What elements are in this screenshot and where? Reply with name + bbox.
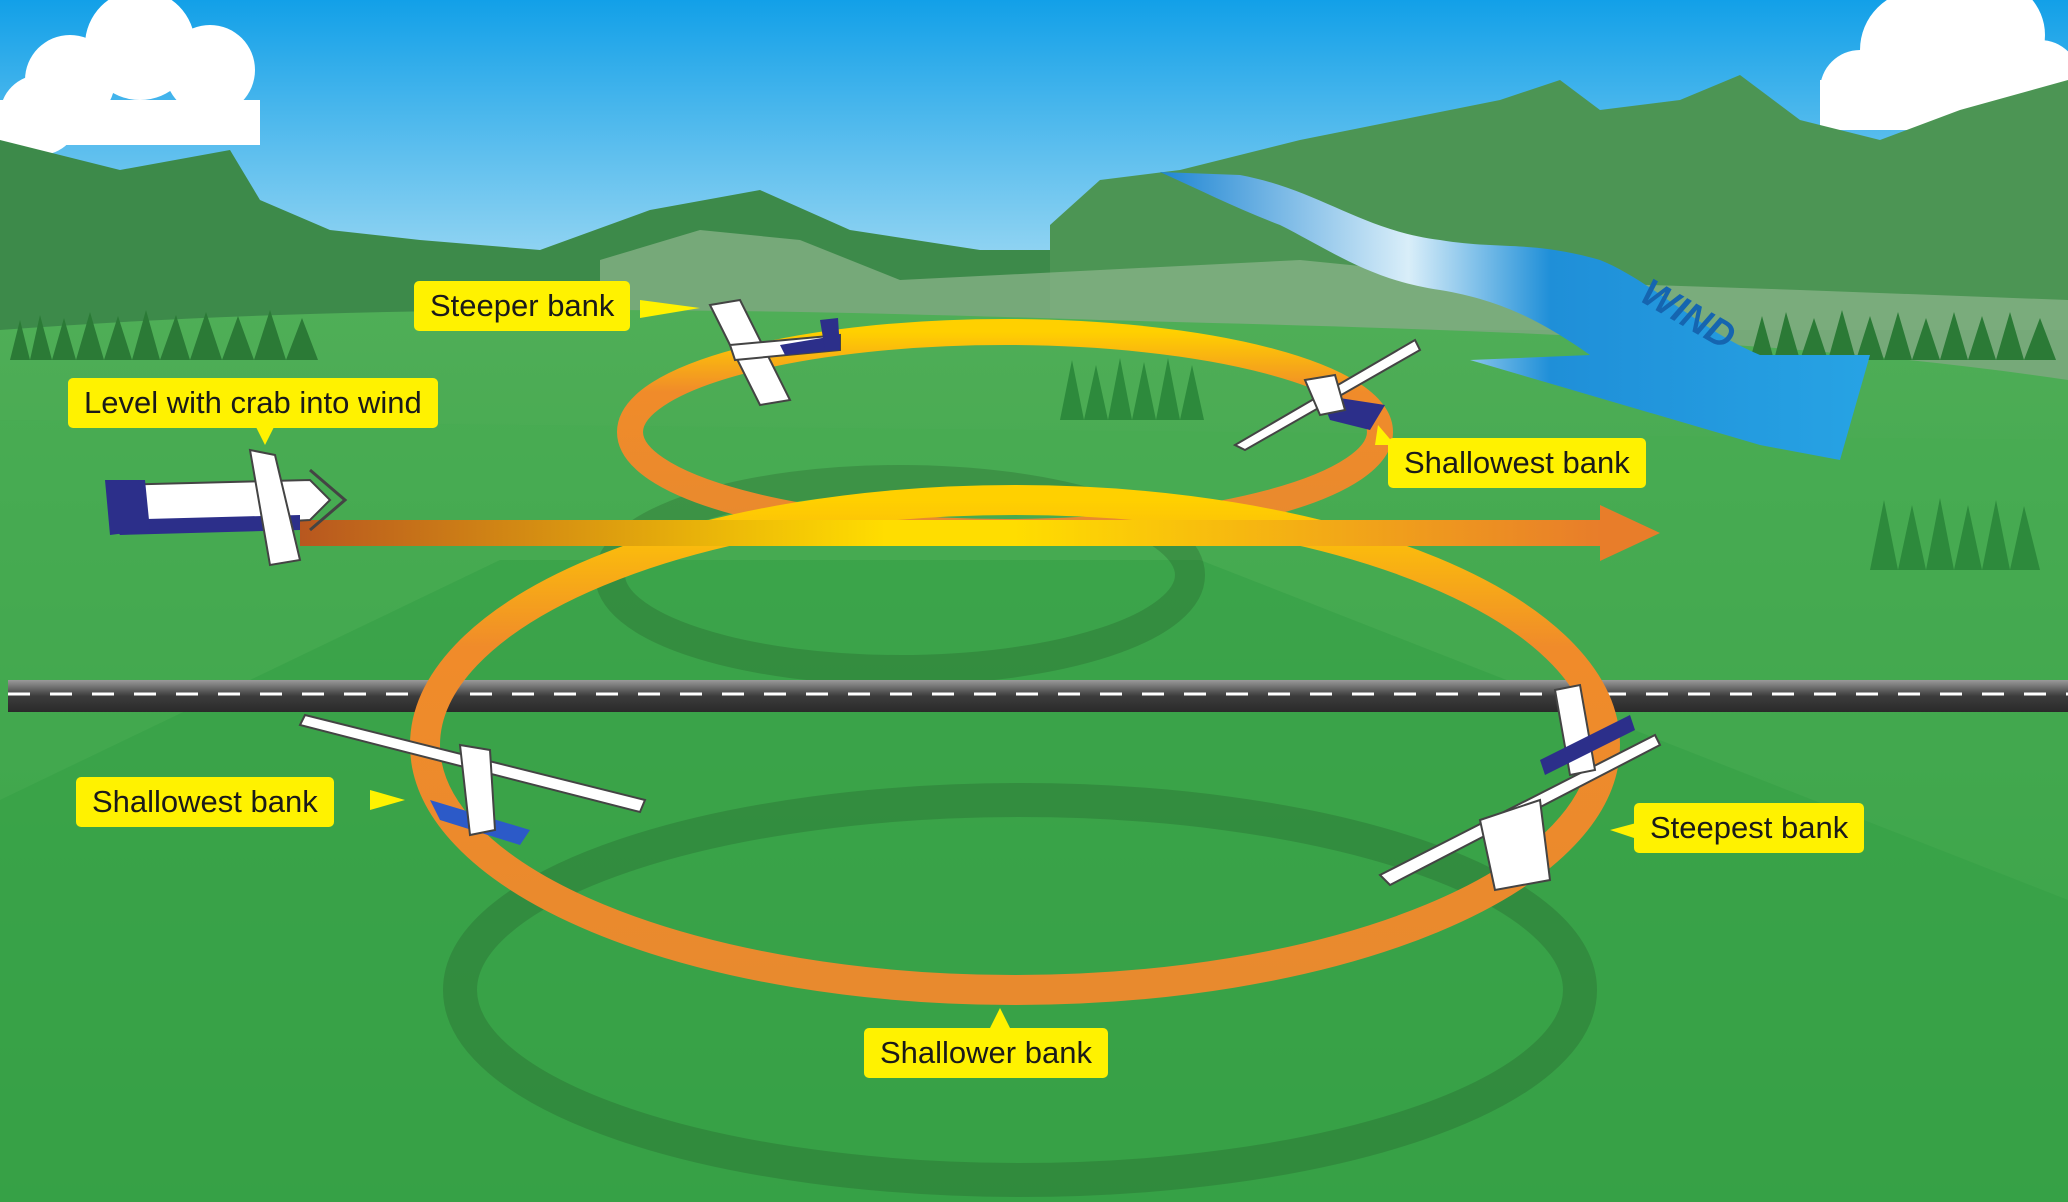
callout-pointers xyxy=(255,300,1640,1028)
label-shallowest-bank-lower: Shallowest bank xyxy=(76,777,334,827)
airplane-steepest-bank xyxy=(1378,683,1662,892)
airplane-shallowest-upper xyxy=(1232,338,1422,452)
label-shallower-bank: Shallower bank xyxy=(864,1028,1108,1078)
airplane-shallowest-lower xyxy=(298,713,647,845)
tree-line-left xyxy=(10,310,318,360)
road xyxy=(8,680,2068,712)
trees-right-lower xyxy=(1870,498,2040,570)
straight-path xyxy=(300,520,1600,546)
shadow-lower-loop xyxy=(443,783,1597,1197)
label-steepest-bank: Steepest bank xyxy=(1634,803,1865,853)
airplane-level-crab xyxy=(105,448,348,567)
cloud-left xyxy=(0,0,260,155)
label-steeper-bank: Steeper bank xyxy=(414,281,631,331)
label-shallowest-bank-upper: Shallowest bank xyxy=(1388,438,1646,488)
path-arrowhead xyxy=(1600,505,1660,561)
trees-center xyxy=(1060,358,1204,420)
airplane-steeper-bank xyxy=(708,298,841,407)
label-level-crab: Level with crab into wind xyxy=(68,378,438,428)
wind-arrow xyxy=(1160,172,1870,460)
tree-line-right xyxy=(1750,310,2056,360)
